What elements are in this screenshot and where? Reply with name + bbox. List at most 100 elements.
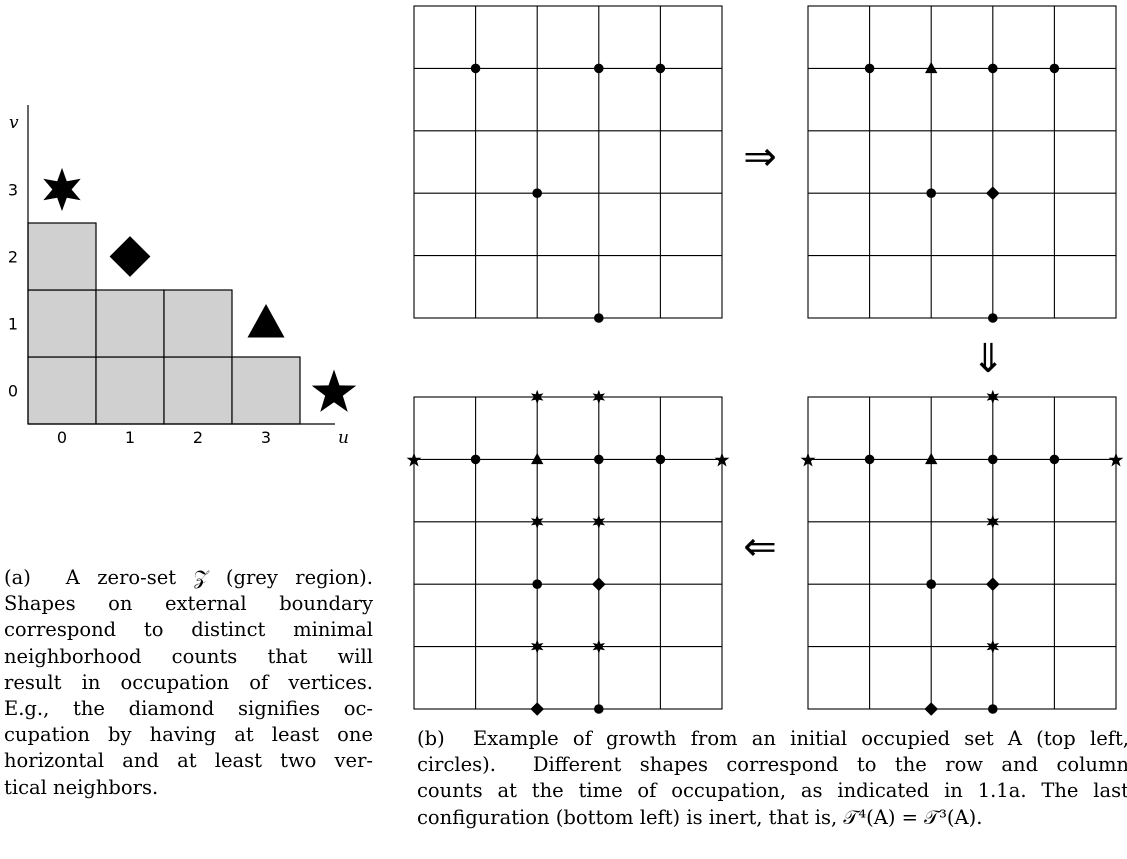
grid-top-left (413, 5, 723, 323)
caption-line: (a) A zero-set 𝒵 (grey region). (4, 566, 373, 589)
circle-marker (655, 63, 666, 74)
grid-border (807, 5, 1117, 319)
caption-line: counts at the time of occupation, as ind… (417, 779, 1127, 803)
zero-set-diagram: 0 1 2 3 0 1 2 3 u v (8, 105, 357, 448)
star6-marker (986, 514, 1000, 529)
zero-set-cell (27, 356, 97, 425)
triangle-marker (925, 452, 938, 465)
grid-markers (406, 389, 730, 716)
v-tick-label: 2 (8, 248, 18, 267)
u-tick-label: 3 (261, 428, 271, 447)
caption-line: (b) Example of growth from an initial oc… (417, 727, 1127, 750)
diamond-marker (986, 186, 1000, 200)
caption-line: circles). Different shapes correspond to… (417, 753, 1127, 777)
circle-marker (988, 454, 998, 465)
triangle-marker (531, 452, 544, 465)
star6-marker (986, 389, 1000, 405)
zero-set-region (27, 222, 301, 425)
caption-line: correspond to distinct minimal (4, 618, 373, 642)
star5-marker (406, 452, 422, 467)
diamond-marker (592, 577, 606, 591)
caption-line: Shapes on external boundary (4, 592, 373, 616)
v-tick-label: 0 (8, 382, 18, 401)
growth-arrow: ⇓ (971, 336, 1005, 382)
star6-marker (986, 639, 1000, 654)
growth-grids (406, 5, 1124, 716)
u-tick-label: 0 (57, 428, 67, 447)
circle-marker (470, 454, 481, 465)
caption-line: neighborhood counts that will (4, 644, 373, 668)
grid-border (413, 396, 723, 710)
grid-border (807, 396, 1117, 710)
star5-marker (800, 452, 816, 467)
circle-marker (864, 63, 875, 74)
circle-marker (594, 313, 604, 323)
v-tick-label: 3 (8, 181, 18, 200)
circle-marker (988, 313, 998, 323)
zero-set-cell (163, 289, 233, 358)
boundary-star6 (43, 167, 81, 212)
circle-marker (532, 188, 542, 198)
caption-line: horizontal and at least two ver- (4, 749, 373, 773)
circle-marker (594, 704, 604, 714)
circle-marker (926, 579, 936, 589)
caption-line: tical neighbors. (4, 775, 159, 799)
caption-b: (b) Example of growth from an initial oc… (417, 726, 1127, 831)
grid-border (413, 5, 723, 319)
boundary-diamond (109, 236, 151, 277)
u-tick-label: 2 (193, 428, 203, 447)
caption-line: result in occupation of vertices. (4, 670, 373, 694)
star5-marker (1108, 452, 1124, 467)
zero-set-cell (95, 289, 165, 358)
circle-marker (1049, 63, 1060, 74)
zero-set-cell (27, 222, 97, 291)
growth-arrow: ⇒ (743, 134, 777, 180)
grid-markers (800, 389, 1124, 716)
circle-marker (988, 704, 998, 714)
growth-example: ⇒ ⇓ ⇐ (406, 5, 1124, 716)
circle-marker (864, 454, 875, 465)
growth-arrows: ⇒ ⇓ ⇐ (743, 134, 1005, 570)
axes (27, 105, 335, 425)
circle-marker (470, 63, 481, 74)
star5-marker (714, 452, 730, 467)
zero-set-cell (95, 356, 165, 425)
circle-marker (655, 454, 666, 465)
caption-line: E.g., the diamond signifies oc- (4, 697, 373, 721)
caption-a: (a) A zero-set 𝒵 (grey region). Shapes on… (4, 565, 373, 801)
axis-v-label: v (9, 113, 19, 133)
boundary-star5 (311, 369, 357, 412)
axis-u-label: u (338, 428, 349, 448)
u-tick-label: 1 (125, 428, 135, 447)
triangle-marker (925, 61, 938, 74)
grid-markers (470, 63, 666, 323)
circle-marker (988, 63, 998, 74)
star6-marker (530, 639, 544, 654)
v-tick-label: 1 (8, 315, 18, 334)
circle-marker (532, 579, 542, 589)
grid-markers (864, 61, 1060, 323)
caption-line: configuration (bottom left) is inert, th… (417, 805, 983, 829)
diamond-marker (530, 702, 544, 716)
star6-marker (592, 514, 606, 529)
star6-marker (592, 639, 606, 654)
boundary-triangle (247, 304, 285, 338)
star6-marker (530, 389, 544, 405)
star6-marker (530, 514, 544, 529)
growth-arrow: ⇐ (743, 524, 777, 570)
caption-line: cupation by having at least one (4, 723, 373, 747)
circle-marker (594, 63, 604, 74)
circle-marker (1049, 454, 1060, 465)
star6-marker (592, 389, 606, 405)
zero-set-cell (231, 356, 301, 425)
diamond-marker (986, 577, 1000, 591)
grid-top-right (807, 5, 1117, 323)
zero-set-cell (27, 289, 97, 358)
grid-bottom-left (406, 389, 730, 716)
boundary-shapes (43, 167, 357, 412)
circle-marker (594, 454, 604, 465)
zero-set-cell (163, 356, 233, 425)
diamond-marker (924, 702, 938, 716)
circle-marker (926, 188, 936, 198)
